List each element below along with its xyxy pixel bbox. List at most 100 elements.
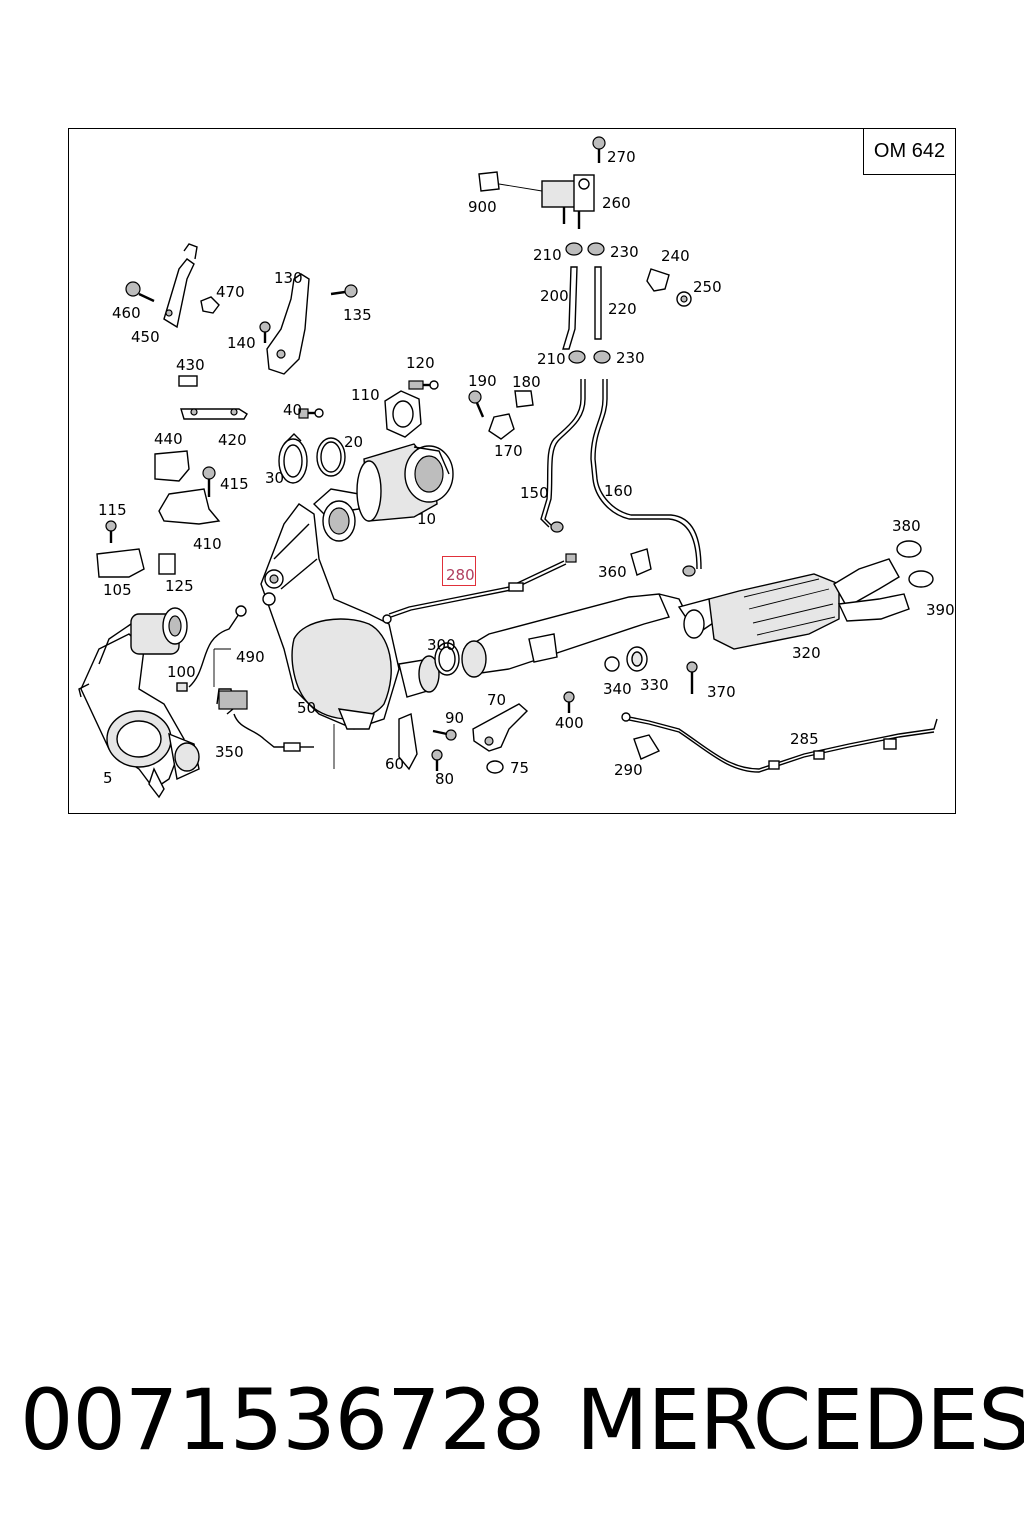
callout-105: 105 [103,581,132,599]
diagram-drawing: 5 10 20 30 40 50 60 70 75 80 90 100 105 … [78,136,955,799]
exploded-parts-diagram: 5 10 20 30 40 50 60 70 75 80 90 100 105 … [68,128,956,814]
callout-460: 460 [112,304,141,322]
callout-370: 370 [707,683,736,701]
part-40-bolt [298,408,324,419]
part-intermediate-pipe [461,593,690,678]
part-120-bolt [408,380,439,390]
callout-390: 390 [926,601,955,619]
callout-50: 50 [297,699,316,717]
callout-450: 450 [131,328,160,346]
part-230-clamp-lower [593,350,611,364]
part-290-clip [633,734,661,760]
part-135-bolt [330,284,358,298]
part-460-bolt [125,281,155,303]
part-70-bracket [472,703,529,752]
callout-420: 420 [218,431,247,449]
callout-270: 270 [607,148,636,166]
part-420-bracket [180,408,248,420]
part-80-bolt [431,749,443,771]
callout-210-upper: 210 [533,246,562,264]
footer-part-number: 0071536728 [20,1371,545,1469]
callout-125: 125 [165,577,194,595]
part-220-hose [594,266,602,340]
callout-115: 115 [98,501,127,519]
callout-150: 150 [520,484,549,502]
part-210-clamp-upper [565,242,583,256]
part-415-bolt [202,466,216,497]
callout-30: 30 [265,469,284,487]
part-270-bolt [592,136,606,163]
footer-brand: MERCEDES [576,1371,1024,1469]
part-250-nut [676,291,692,307]
callout-340: 340 [603,680,632,698]
callout-400: 400 [555,714,584,732]
part-340-nut [604,656,620,672]
callout-250: 250 [693,278,722,296]
part-360-bracket [630,548,652,576]
part-470-clip [200,296,220,314]
part-320-silencer [677,558,910,650]
callout-350: 350 [215,743,244,761]
callout-60: 60 [385,755,404,773]
callout-80: 80 [435,770,454,788]
callout-285: 285 [790,730,819,748]
callout-360: 360 [598,563,627,581]
callout-90: 90 [445,709,464,727]
part-900-clip [478,171,543,192]
part-180-clip [514,390,534,408]
callout-410: 410 [193,535,222,553]
callout-380: 380 [892,517,921,535]
part-160-pipe [590,379,702,577]
part-330-mount [626,646,648,672]
callout-300: 300 [427,636,456,654]
part-240-clip [646,268,670,292]
part-230-clamp-upper [587,242,605,256]
engine-code-box: OM 642 [863,129,955,175]
part-90-bolt [432,729,457,741]
part-110-gasket [384,390,422,438]
part-350-490-sensor [213,648,314,752]
part-5-catalytic-converter-left [78,633,200,799]
callout-160: 160 [604,482,633,500]
callout-440: 440 [154,430,183,448]
part-370-bolt [686,661,698,694]
callout-230-lower: 230 [616,349,645,367]
part-390-clamp [908,570,934,588]
part-300-clamp [434,642,460,676]
callout-110: 110 [351,386,380,404]
part-450-bracket [163,243,198,329]
part-20-gasket [316,437,346,477]
callout-240: 240 [661,247,690,265]
part-50-particulate-filter [260,488,440,769]
part-140-bolt [259,321,271,343]
part-10-converter [356,443,454,522]
callout-470: 470 [216,283,245,301]
callout-490: 490 [236,648,265,666]
callout-135: 135 [343,306,372,324]
part-280-temperature-sensor [382,553,577,624]
callout-900: 900 [468,198,497,216]
callout-415: 415 [220,475,249,493]
part-converter-small-left [98,607,188,665]
callout-10: 10 [417,510,436,528]
part-30-clamp [278,433,308,484]
part-105-bracket [96,548,145,578]
callout-260: 260 [602,194,631,212]
part-115-bolt [105,520,117,543]
callout-220: 220 [608,300,637,318]
callout-190: 190 [468,372,497,390]
callout-320: 320 [792,644,821,662]
part-380-clamp [896,540,922,558]
part-125-clip [158,553,176,575]
part-430-clip [178,375,198,387]
callout-75: 75 [510,759,529,777]
callout-180: 180 [512,373,541,391]
callout-170: 170 [494,442,523,460]
highlighted-part-marker [442,556,476,586]
part-440-bracket [154,450,190,482]
callout-230-upper: 230 [610,243,639,261]
part-75-nut [486,760,504,774]
callout-140: 140 [227,334,256,352]
callout-120: 120 [406,354,435,372]
part-410-bracket [158,488,221,525]
